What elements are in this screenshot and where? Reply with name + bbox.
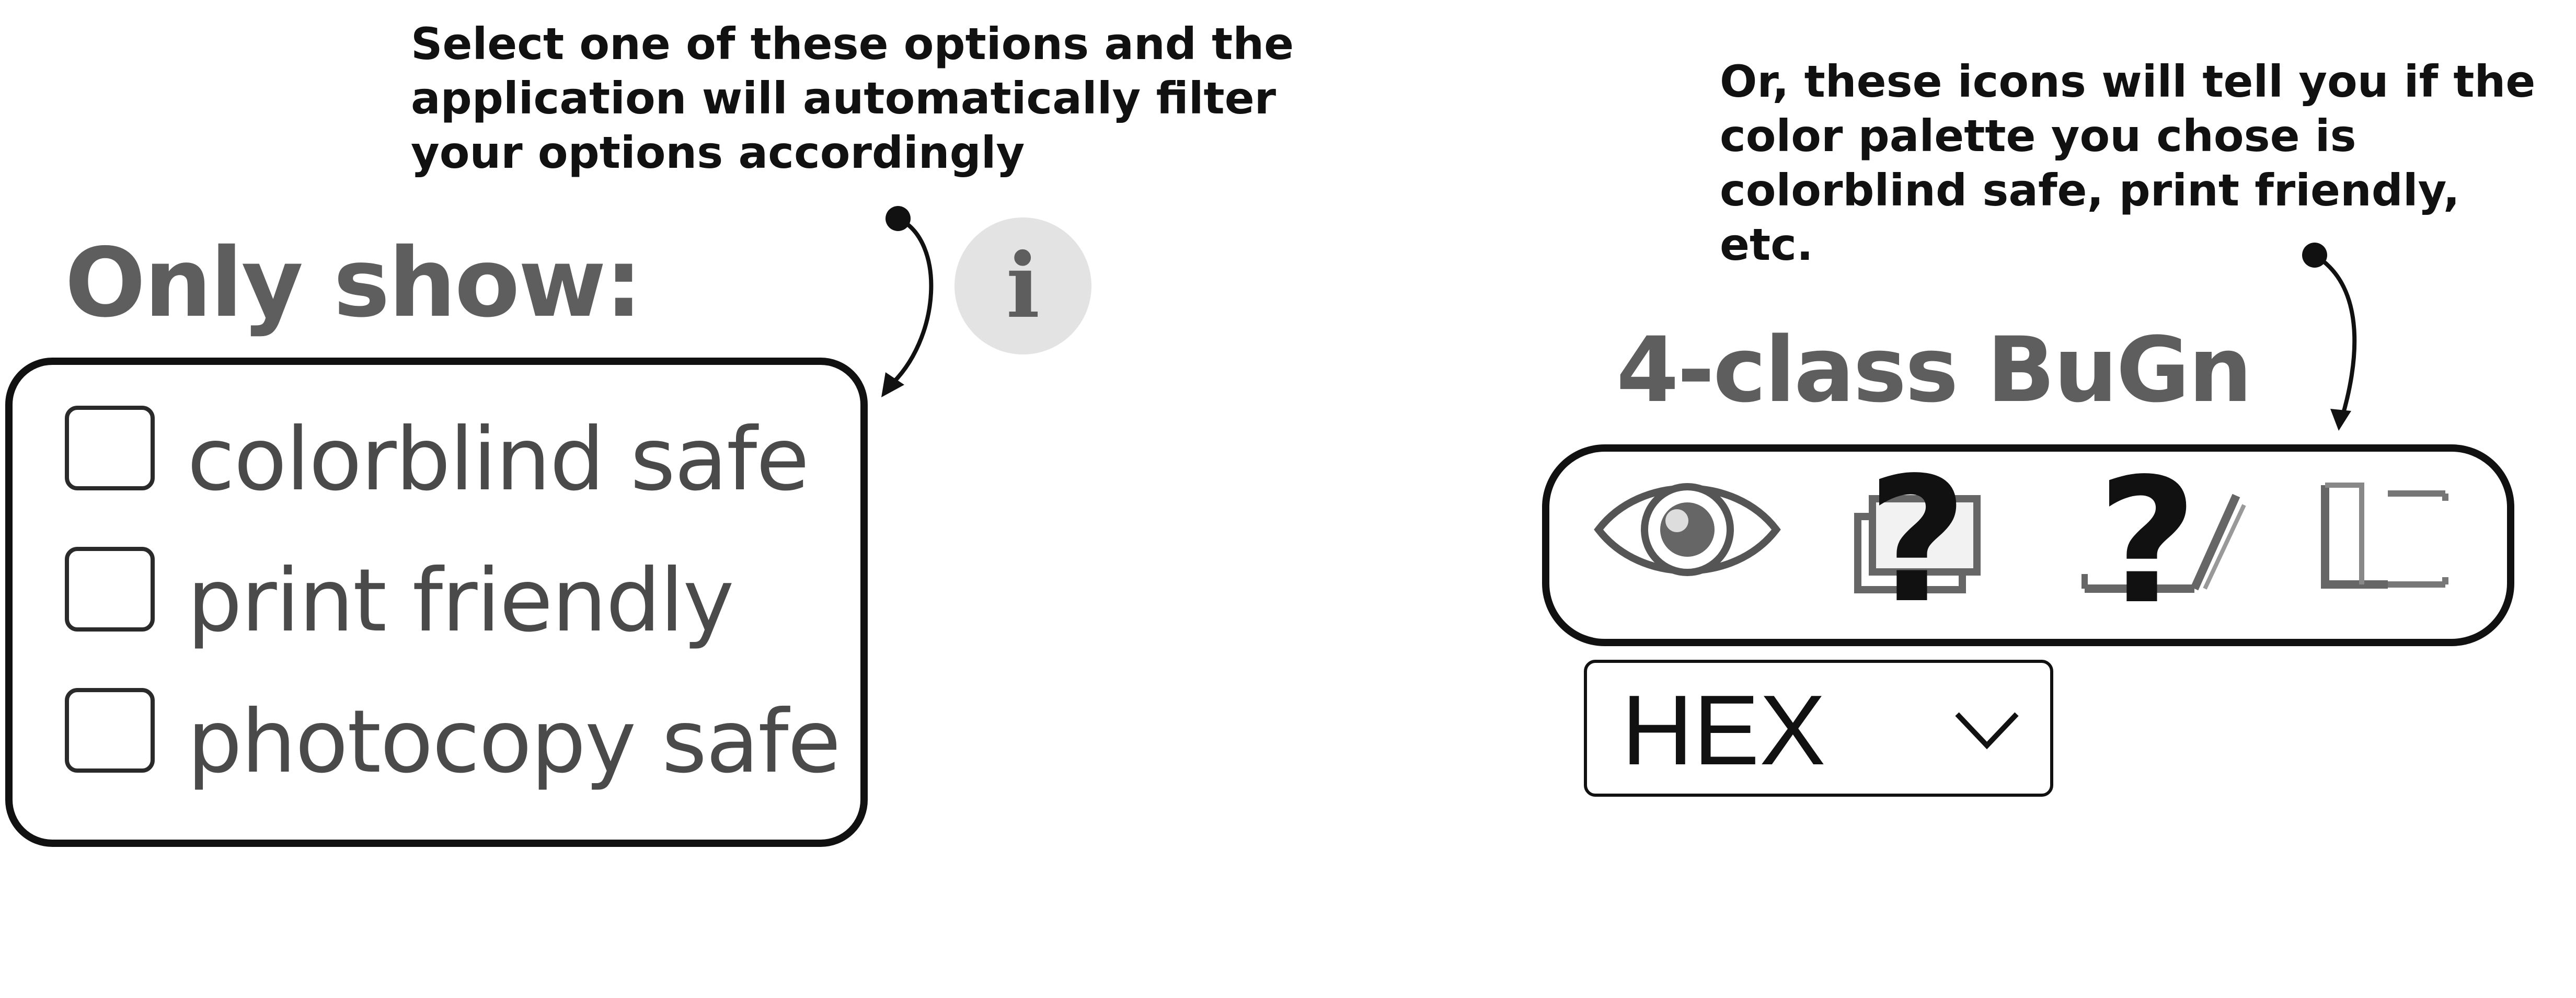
annotation-line: Select one of these options and the <box>411 18 1294 70</box>
photocopy-safe-label: photocopy safe <box>187 692 841 793</box>
color-format-select[interactable]: HEX <box>1584 660 2053 797</box>
annotation-line: color palette you chose is <box>1720 110 2356 162</box>
filter-options-box <box>5 358 868 847</box>
scheme-properties-box <box>1542 444 2514 646</box>
photocopy-safe-checkbox[interactable] <box>65 688 155 773</box>
colorblind-safe-checkbox[interactable] <box>65 406 155 490</box>
annotation-line: colorblind safe, print friendly, etc. <box>1720 165 2460 270</box>
info-button[interactable]: i <box>954 217 1091 354</box>
svg-text:i: i <box>1006 234 1040 338</box>
annotation-line: your options accordingly <box>411 127 1025 178</box>
left-annotation-arrow <box>881 206 934 397</box>
annotation-line: application will automatically filter <box>411 73 1276 124</box>
format-select-value: HEX <box>1622 675 1826 786</box>
photocopy-icon[interactable] <box>2315 464 2471 605</box>
print-friendly-option[interactable]: print friendly <box>59 536 864 651</box>
printer-unknown-icon[interactable]: ? <box>2064 464 2252 652</box>
svg-text:?: ? <box>1867 464 1967 641</box>
scheme-title: 4-class BuGn <box>1616 317 2252 422</box>
icons-annotation: Or, these icons will tell you if the col… <box>1720 54 2567 272</box>
photocopy-safe-option[interactable]: photocopy safe <box>59 678 864 793</box>
only-show-heading: Only show: <box>65 227 643 338</box>
filter-annotation: Select one of these options and the appl… <box>411 17 1300 180</box>
laptop-unknown-icon[interactable]: ? <box>1839 464 2006 652</box>
colorblind-safe-label: colorblind safe <box>187 409 809 510</box>
chevron-down-icon <box>1955 712 2019 750</box>
info-icon: i <box>1006 234 1040 338</box>
print-friendly-checkbox[interactable] <box>65 547 155 632</box>
annotation-line: Or, these icons will tell you if the <box>1720 56 2536 107</box>
svg-text:?: ? <box>2097 464 2197 642</box>
print-friendly-label: print friendly <box>187 550 734 651</box>
eye-icon[interactable] <box>1593 464 1781 595</box>
colorblind-safe-option[interactable]: colorblind safe <box>59 395 864 510</box>
